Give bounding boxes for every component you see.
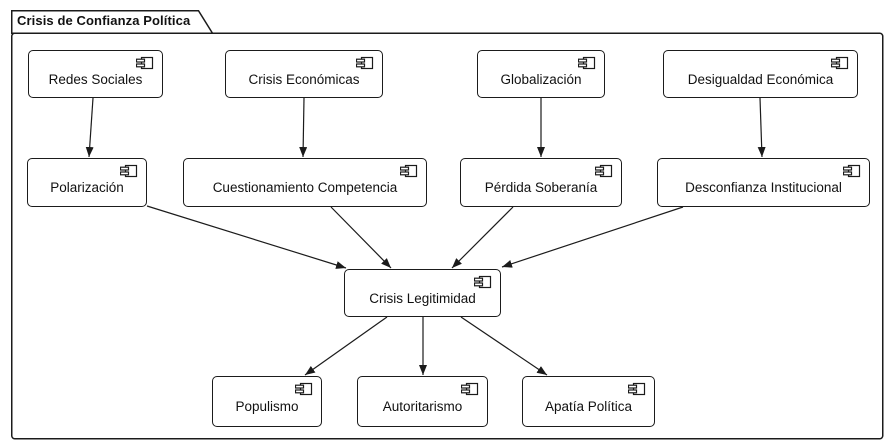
node-perdida-soberania: Pérdida Soberanía (460, 158, 622, 207)
node-polarizacion: Polarización (27, 158, 147, 207)
frame-title: Crisis de Confianza Política (17, 13, 191, 28)
component-icon (295, 382, 313, 396)
node-crisis-economicas: Crisis Económicas (225, 50, 383, 98)
node-redes-sociales: Redes Sociales (28, 50, 163, 98)
node-desconfianza-institucional: Desconfianza Institucional (657, 158, 870, 207)
node-label: Populismo (235, 399, 299, 414)
component-icon (831, 56, 849, 70)
node-label: Redes Sociales (48, 71, 143, 87)
component-icon (628, 382, 646, 396)
node-label: Crisis Económicas (248, 71, 360, 87)
edge-desigualdad-economica-desconfianza-institucional (757, 97, 766, 158)
edge-cuestionamiento-competencia-crisis-legitimidad (330, 206, 392, 269)
node-label: Pérdida Soberanía (484, 180, 598, 195)
edge-crisis-legitimidad-populismo (304, 316, 388, 376)
node-cuestionamiento-competencia: Cuestionamiento Competencia (183, 158, 427, 207)
node-label: Cuestionamiento Competencia (212, 180, 398, 195)
node-label: Polarización (50, 180, 124, 195)
component-icon (578, 56, 596, 70)
node-autoritarismo: Autoritarismo (357, 376, 488, 427)
component-icon (400, 164, 418, 178)
component-icon (595, 164, 613, 178)
component-icon (843, 164, 861, 178)
node-label: Apatía Política (544, 399, 633, 414)
node-desigualdad-economica: Desigualdad Económica (663, 50, 858, 98)
node-label: Autoritarismo (382, 399, 463, 414)
edge-redes-sociales-polarizacion (85, 97, 94, 158)
edge-crisis-legitimidad-apatia-politica (460, 316, 548, 376)
edge-crisis-economicas-cuestionamiento-competencia (299, 97, 308, 158)
node-crisis-legitimidad: Crisis Legitimidad (344, 269, 501, 317)
edge-polarizacion-crisis-legitimidad (146, 205, 347, 269)
node-apatia-politica: Apatía Política (522, 376, 655, 427)
node-label: Globalización (500, 71, 582, 87)
component-icon (461, 382, 479, 396)
component-icon (474, 275, 492, 289)
node-label: Desigualdad Económica (687, 71, 834, 87)
edge-perdida-soberania-crisis-legitimidad (451, 206, 514, 269)
edge-desconfianza-institucional-crisis-legitimidad (501, 206, 684, 268)
component-icon (356, 56, 374, 70)
node-globalizacion: Globalización (477, 50, 605, 98)
node-label: Desconfianza Institucional (685, 180, 842, 195)
component-icon (136, 56, 154, 70)
node-populismo: Populismo (212, 376, 322, 427)
node-label: Crisis Legitimidad (369, 290, 476, 306)
component-icon (120, 164, 138, 178)
